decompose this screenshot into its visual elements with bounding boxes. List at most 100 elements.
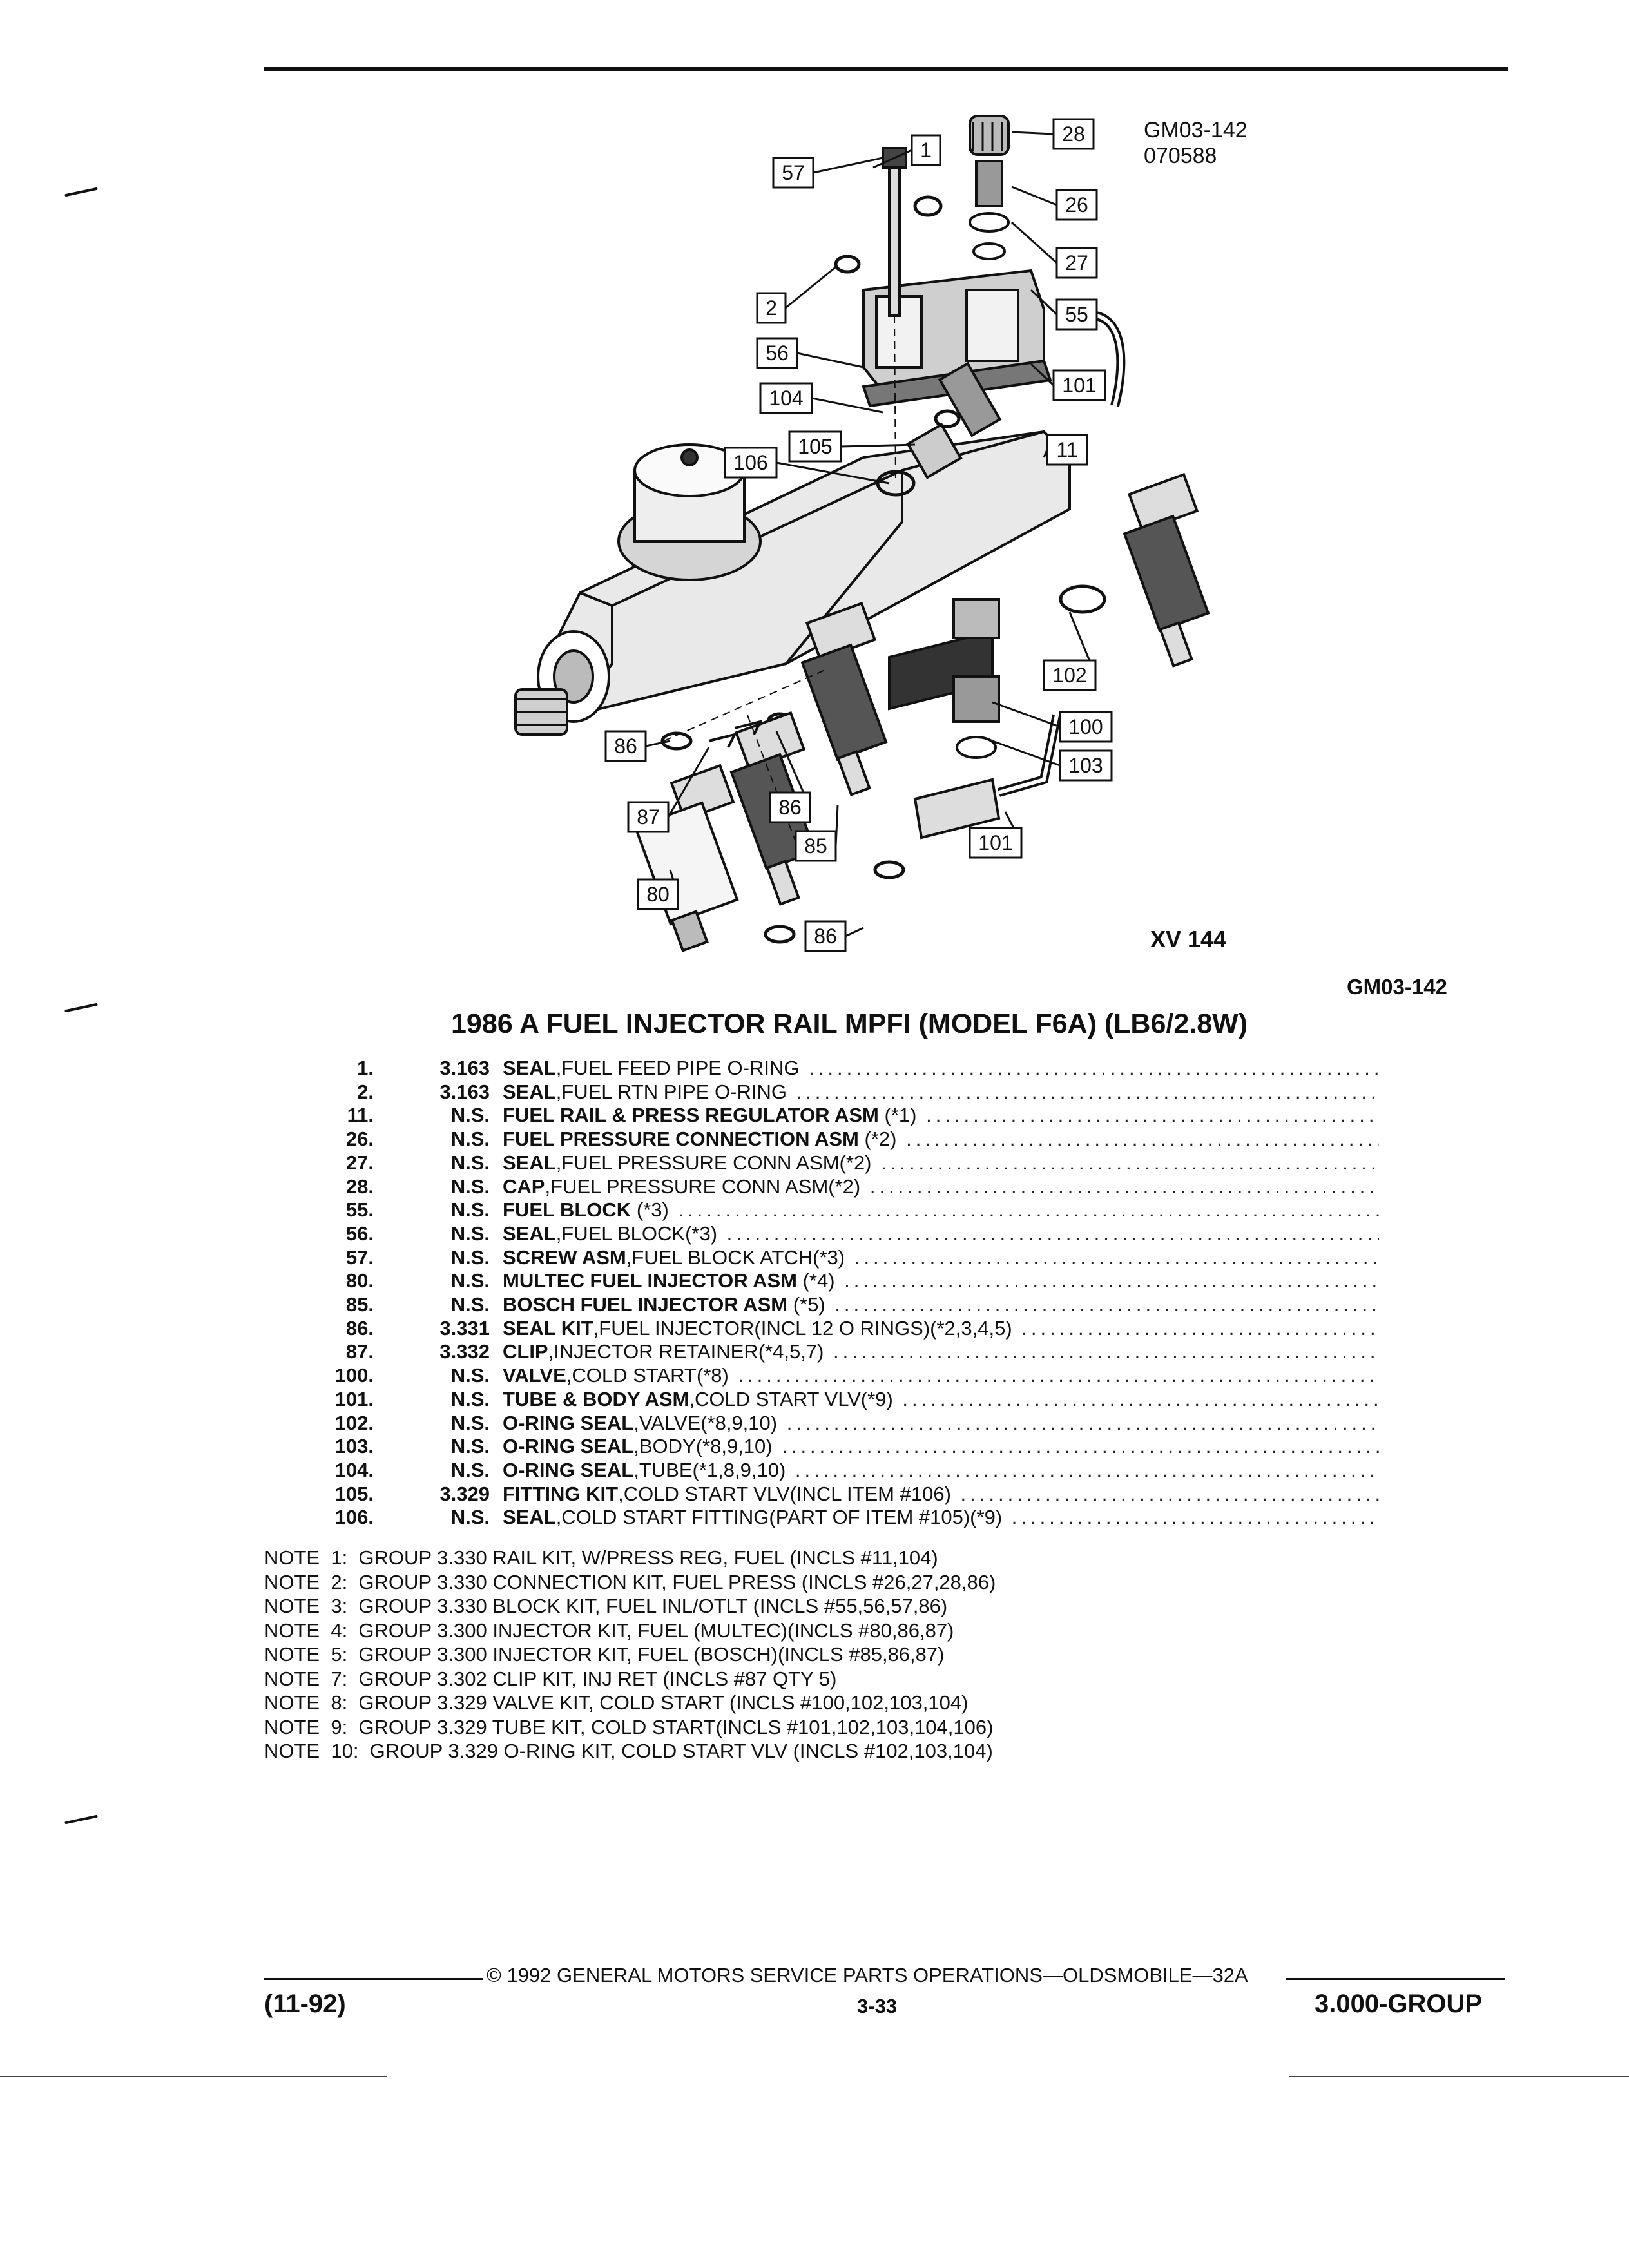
group-number: N.S. [450,1269,490,1293]
group-number: N.S. [450,1104,490,1127]
callout-number: 55 [1065,303,1088,326]
part-name: SEAL [503,1506,556,1529]
part-name: SEAL [503,1080,556,1103]
item-number: 101. [334,1387,374,1410]
part-description: FUEL PRESSURE CONNECTION ASM (*2) ......… [503,1128,1379,1151]
note-line: NOTE 4: GROUP 3.300 INJECTOR KIT, FUEL (… [264,1619,954,1642]
callout-101: 101 [1030,363,1106,401]
leader-dots: ........................................… [796,1080,1379,1103]
note-line: NOTE 5: GROUP 3.300 INJECTOR KIT, FUEL (… [264,1643,945,1666]
part-name: O-RING SEAL [503,1458,634,1481]
group-number: 3.331 [439,1316,490,1340]
callout-number: 106 [733,451,767,474]
part-name: FUEL PRESSURE CONNECTION ASM [503,1128,859,1151]
part-detail: ,INJECTOR RETAINER(*4,5,7) [548,1340,824,1363]
part-detail: (*4) [796,1269,835,1293]
part-description: SEAL,FUEL PRESSURE CONN ASM(*2) ........… [503,1151,1379,1175]
part-name: SEAL [503,1057,556,1079]
group-number: 3.163 [439,1057,490,1079]
callout-number: 1 [920,139,932,162]
group-number: N.S. [450,1293,490,1316]
leader-dots: ........................................… [809,1057,1379,1079]
item-number: 11. [347,1104,374,1127]
fuel-block-assembly [862,269,1126,408]
part-detail: ,FUEL INJECTOR(INCL 12 O RINGS)(*2,3,4,5… [593,1316,1012,1340]
callout-57: 57 [772,157,883,189]
callout-number: 101 [978,831,1012,854]
part-detail: ,FUEL PRESSURE CONN ASM(*2) [545,1175,861,1198]
item-number: 85. [345,1293,374,1316]
callout-number: 101 [1062,374,1096,397]
item-number: 100. [334,1364,374,1387]
callout-101: 101 [969,811,1023,859]
callout-28: 28 [1011,118,1095,150]
part-description: SEAL,FUEL BLOCK(*3) ....................… [503,1222,1379,1245]
item-number: 102. [334,1411,374,1434]
part-name: BOSCH FUEL INJECTOR ASM [503,1293,788,1316]
parts-row: 27.N.S.SEAL,FUEL PRESSURE CONN ASM(*2) .… [284,1151,1379,1175]
leader-dots: ........................................… [906,1128,1379,1151]
part-name: FITTING KIT [503,1482,619,1505]
callout-labels: 1211262728555657808586868687100101101102… [604,118,1113,952]
part-detail: (*2) [858,1128,897,1151]
parts-row: 80.N.S.MULTEC FUEL INJECTOR ASM (*4) ...… [284,1269,1379,1293]
callout-number: 11 [1056,438,1077,461]
callout-number: 105 [798,435,832,458]
part-description: FUEL BLOCK (*3) ........................… [503,1198,1379,1222]
part-description: MULTEC FUEL INJECTOR ASM (*4) ..........… [503,1269,1379,1293]
part-description: FUEL RAIL & PRESS REGULATOR ASM (*1) ...… [503,1104,1379,1127]
callout-number: 80 [646,883,670,906]
parts-row: 103.N.S.O-RING SEAL,BODY(*8,9,10) ......… [284,1435,1379,1458]
part-description: O-RING SEAL,BODY(*8,9,10) ..............… [503,1435,1379,1458]
leader-dots: ........................................… [844,1269,1379,1293]
part-name: O-RING SEAL [503,1435,634,1458]
clips-87 [708,720,763,748]
note-line: NOTE 8: GROUP 3.329 VALVE KIT, COLD STAR… [264,1691,969,1714]
note-line: NOTE 1: GROUP 3.330 RAIL KIT, W/PRESS RE… [264,1546,938,1569]
callout-104: 104 [759,382,883,414]
group-number: N.S. [450,1151,490,1174]
callout-number: 86 [614,735,637,758]
drawing-date: 070588 [1144,144,1217,168]
view-label: XV 144 [1150,926,1227,952]
leader-dots: ........................................… [1021,1316,1379,1340]
leader-dots: ........................................… [726,1222,1379,1245]
parts-row: 104.N.S.O-RING SEAL,TUBE(*1,8,9,10) ....… [284,1459,1379,1482]
part-description: SCREW ASM,FUEL BLOCK ATCH(*3) ..........… [503,1246,1379,1269]
callout-55: 55 [1030,289,1098,331]
part-description: O-RING SEAL,TUBE(*1,8,9,10) ............… [503,1459,1379,1482]
parts-row: 100.N.S.VALVE,COLD START(*8) ...........… [284,1364,1379,1387]
part-detail: ,FUEL BLOCK ATCH(*3) [626,1245,845,1269]
part-name: VALVE [503,1364,566,1387]
leader-dots: ........................................… [738,1364,1379,1387]
callout-102: 102 [1043,611,1097,691]
callout-number: 27 [1065,251,1088,274]
group-number: N.S. [450,1506,490,1529]
callout-100: 100 [992,701,1113,743]
parts-row: 56.N.S.SEAL,FUEL BLOCK(*3) .............… [284,1222,1379,1245]
callout-number: 57 [782,161,805,184]
part-description: FITTING KIT,COLD START VLV(INCL ITEM #10… [503,1483,1379,1506]
leader-dots: ........................................… [869,1175,1379,1198]
group-number: 3.163 [439,1080,490,1103]
group-number: N.S. [450,1245,490,1269]
multec-injector [633,764,739,952]
leader-dots: ........................................… [678,1198,1379,1222]
callout-86: 86 [804,920,864,952]
part-description: SEAL,COLD START FITTING(PART OF ITEM #10… [503,1506,1379,1529]
callout-105: 105 [788,430,916,463]
item-number: 55. [345,1198,374,1222]
group-number: 3.329 [439,1482,490,1505]
parts-row: 55.N.S.FUEL BLOCK (*3) .................… [284,1198,1379,1222]
part-detail: ,TUBE(*1,8,9,10) [633,1458,786,1481]
callout-number: 104 [769,387,803,410]
bottom-scan-line [0,2076,387,2077]
callout-2: 2 [756,264,838,324]
leader-dots: ........................................… [782,1435,1379,1458]
footer-group: 3.000-GROUP [1315,1990,1483,2018]
item-number: 56. [345,1222,374,1245]
footer-page-number: 3-33 [857,1995,898,2017]
leader-dots: ........................................… [833,1340,1379,1363]
